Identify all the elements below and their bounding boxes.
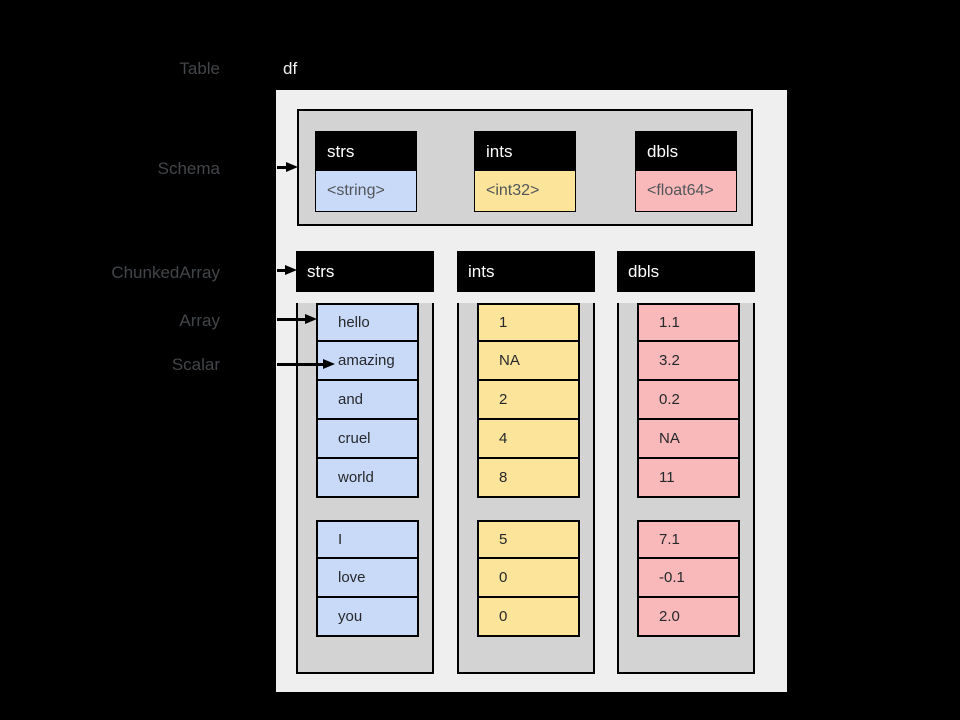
schema-field-type: <float64>	[636, 171, 736, 211]
chunked-array-name: dbls	[617, 251, 755, 292]
schema-field-dbls: dbls <float64>	[635, 131, 737, 212]
array-cell: NA	[477, 342, 580, 381]
scalar-arrow-icon	[277, 363, 323, 366]
array-chunk: I love you	[316, 520, 419, 637]
array-chunk: 5 0 0	[477, 520, 580, 637]
schema-field-name: dbls	[636, 132, 736, 171]
array-cell: 1	[477, 303, 580, 342]
array-cell: 2	[477, 381, 580, 420]
array-chunk: hello amazing and cruel world	[316, 303, 419, 498]
array-cell: 8	[477, 459, 580, 498]
array-cell: 7.1	[637, 520, 740, 559]
array-cell: 0	[477, 559, 580, 598]
array-cell: -0.1	[637, 559, 740, 598]
label-array: Array	[179, 311, 220, 330]
array-cell: 1.1	[637, 303, 740, 342]
array-cell: love	[316, 559, 419, 598]
array-cell: 2.0	[637, 598, 740, 637]
schema-field-name: strs	[316, 132, 416, 171]
array-cell: and	[316, 381, 419, 420]
array-cell: 0.2	[637, 381, 740, 420]
array-cell: NA	[637, 420, 740, 459]
schema-field-name: ints	[475, 132, 575, 171]
array-cell: you	[316, 598, 419, 637]
array-cell: hello	[316, 303, 419, 342]
array-cell: 0	[477, 598, 580, 637]
chunked-array-dbls: dbls 1.1 3.2 0.2 NA 11 7.1 -0.1 2.0	[617, 251, 755, 674]
array-cell: amazing	[316, 342, 419, 381]
schema-field-strs: strs <string>	[315, 131, 417, 212]
label-table: Table	[179, 59, 220, 78]
chunked-array-ints: ints 1 NA 2 4 8 5 0 0	[457, 251, 595, 674]
array-cell: world	[316, 459, 419, 498]
schema-panel: strs <string> ints <int32> dbls <float64…	[297, 109, 753, 226]
chunked-array-body: 1.1 3.2 0.2 NA 11 7.1 -0.1 2.0	[617, 303, 755, 674]
array-cell: 3.2	[637, 342, 740, 381]
array-cell: 4	[477, 420, 580, 459]
array-chunk: 7.1 -0.1 2.0	[637, 520, 740, 637]
array-cell: cruel	[316, 420, 419, 459]
array-cell: 11	[637, 459, 740, 498]
chunked-array-name: strs	[296, 251, 434, 292]
array-chunk: 1 NA 2 4 8	[477, 303, 580, 498]
chunked-array-name: ints	[457, 251, 595, 292]
chunked-array-strs: strs hello amazing and cruel world I lov…	[296, 251, 434, 674]
schema-field-type: <int32>	[475, 171, 575, 211]
label-chunked-array: ChunkedArray	[111, 263, 220, 282]
label-scalar: Scalar	[171, 355, 220, 374]
label-schema: Schema	[157, 159, 220, 178]
chunked-array-body: hello amazing and cruel world I love you	[296, 303, 434, 674]
schema-field-type: <string>	[316, 171, 416, 211]
table-variable-name: df	[283, 59, 298, 78]
array-cell: I	[316, 520, 419, 559]
chunked-array-arrow-icon	[277, 269, 285, 272]
array-chunk: 1.1 3.2 0.2 NA 11	[637, 303, 740, 498]
schema-field-ints: ints <int32>	[474, 131, 576, 212]
chunked-array-body: 1 NA 2 4 8 5 0 0	[457, 303, 595, 674]
schema-arrow-icon	[277, 166, 286, 169]
array-arrow-icon	[277, 318, 305, 321]
array-cell: 5	[477, 520, 580, 559]
